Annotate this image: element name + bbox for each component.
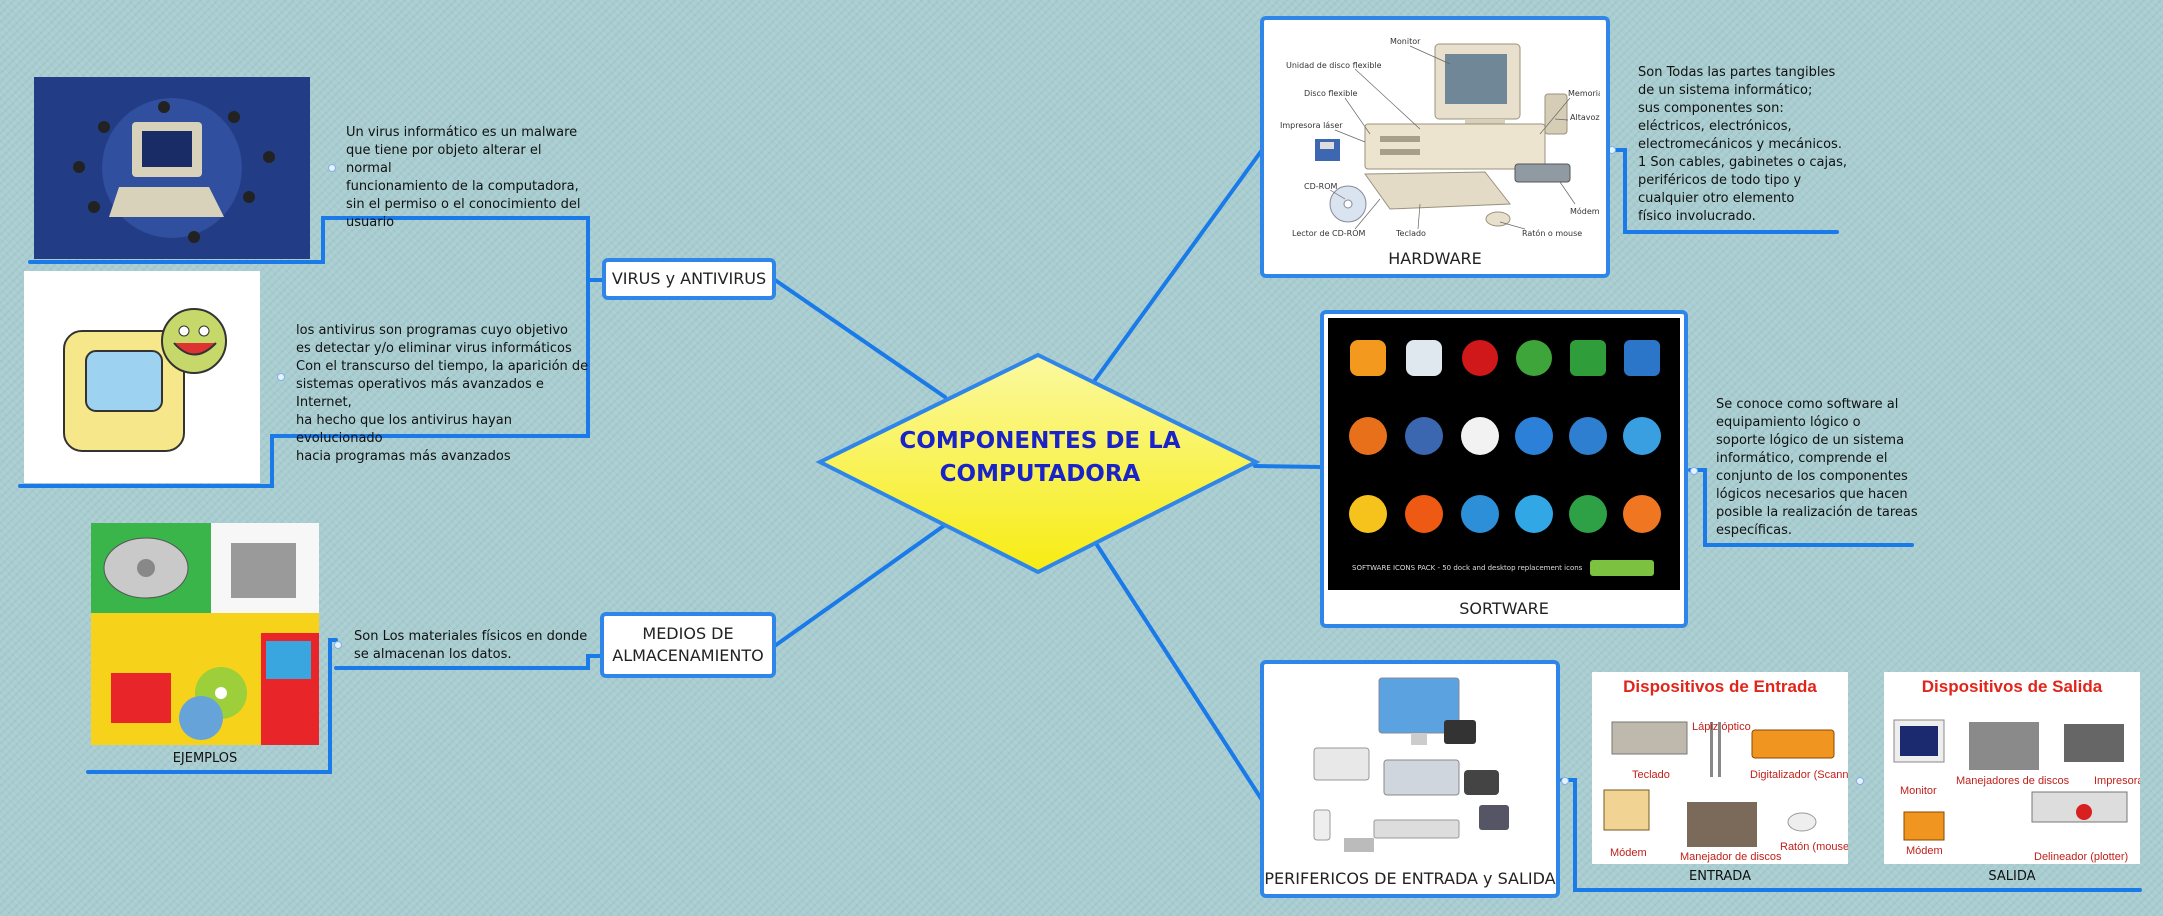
hw-label-modem: Módem [1570,206,1600,216]
software-icons-image: SOFTWARE ICONS PACK - 50 dock and deskto… [1328,318,1680,590]
connector-virus [773,278,947,399]
software-node[interactable]: SOFTWARE ICONS PACK - 50 dock and deskto… [1320,310,1688,628]
hw-label-lector: Lector de CD-ROM [1292,229,1366,238]
connector-virus-upper [28,216,590,282]
peripherals-image [1313,677,1509,852]
salida-image: Dispositivos de Salida Monitor Manejador… [1884,672,2140,864]
virus-description: Un virus informático es un malware que t… [346,125,581,230]
entrada-title: Dispositivos de Entrada [1623,677,1817,696]
entrada-image: Dispositivos de Entrada Teclado Lápiz óp… [1592,672,1848,864]
expand-icon[interactable] [1561,777,1569,785]
virus-image [34,77,310,259]
expand-icon[interactable] [1690,467,1698,475]
examples-caption: EJEMPLOS [172,751,238,766]
antivirus-image [24,271,260,483]
expand-icon[interactable] [328,164,336,172]
hw-label-altavoz: Altavoz [1570,113,1600,122]
entrada-label-lapiz: Lápiz óptico [1692,721,1751,733]
hw-label-unidad: Unidad de disco flexible [1286,61,1382,70]
connector-software [1253,464,1324,469]
expand-icon[interactable] [277,373,285,381]
antivirus-description: los antivirus son programas cuyo objetiv… [296,323,589,464]
connector-perifericos [1095,543,1264,802]
underline-hardware-desc [1608,148,1839,234]
connector-medios [774,523,947,647]
central-title-line2: COMPUTADORA [939,461,1141,487]
expand-icon[interactable] [1856,777,1864,785]
hardware-description: Son Todas las partes tangibles de un sis… [1638,65,1847,224]
salida-label-monitor: Monitor [1900,785,1937,797]
software-description: Se conoce como software al equipamiento … [1716,397,1918,538]
entrada-label-manejador: Manejador de discos [1680,851,1782,863]
hw-label-cdrom: CD-ROM [1304,182,1337,191]
salida-caption: SALIDA [1988,869,2036,884]
connector-hardware [1093,148,1264,382]
salida-label-impresora: Impresora [2094,775,2140,787]
entrada-label-raton: Ratón (mouse) [1780,841,1848,853]
hw-label-impresora: Impresora láser [1280,121,1343,130]
entrada-caption: ENTRADA [1689,869,1751,884]
entrada-label-teclado: Teclado [1632,769,1670,781]
hw-label-monitor: Monitor [1390,37,1421,46]
entrada-label-modem: Módem [1610,847,1647,859]
storage-examples-image [91,523,319,745]
salida-label-plotter: Delineador (plotter) [2034,851,2128,863]
app-icons-grid [1349,340,1661,533]
central-title: COMPONENTES DE LA COMPUTADORA [860,425,1220,491]
central-title-line1: COMPONENTES DE LA [899,428,1181,454]
perifericos-node[interactable]: PERIFERICOS DE ENTRADA y SALIDA [1260,660,1560,898]
perifericos-label: PERIFERICOS DE ENTRADA y SALIDA [1264,869,1556,888]
medios-label-line2: ALMACENAMIENTO [612,646,764,665]
hw-label-raton: Ratón o mouse [1522,228,1582,238]
hardware-label: HARDWARE [1388,249,1482,268]
entrada-label-scanner: Digitalizador (Scanner) [1750,769,1848,781]
virus-antivirus-label: VIRUS y ANTIVIRUS [611,269,767,288]
salida-title: Dispositivos de Salida [1922,677,2103,696]
software-image-caption: SOFTWARE ICONS PACK - 50 dock and deskto… [1352,564,1583,572]
hw-label-disco: Disco flexible [1304,89,1357,98]
salida-label-manejadores: Manejadores de discos [1956,775,2070,787]
medios-label-line1: MEDIOS DE [642,624,734,643]
salida-label-modem: Módem [1906,845,1943,857]
expand-icon[interactable] [334,641,342,649]
connector-medios-desc [334,654,606,670]
medios-almacenamiento-node[interactable]: MEDIOS DE ALMACENAMIENTO [600,612,776,678]
hw-label-memoria: Memoria [1568,89,1600,98]
hw-label-teclado: Teclado [1395,229,1426,238]
virus-antivirus-node[interactable]: VIRUS y ANTIVIRUS [602,258,776,300]
medios-description: Son Los materiales físicos en donde se a… [354,629,588,662]
connector-virus-lower [18,278,590,488]
central-diamond [815,352,1261,575]
hardware-image: Monitor Unidad de disco flexible Disco f… [1280,37,1600,238]
connector-medios-examples [86,638,338,774]
hardware-node[interactable]: Monitor Unidad de disco flexible Disco f… [1260,16,1610,278]
software-label: SORTWARE [1459,599,1549,618]
